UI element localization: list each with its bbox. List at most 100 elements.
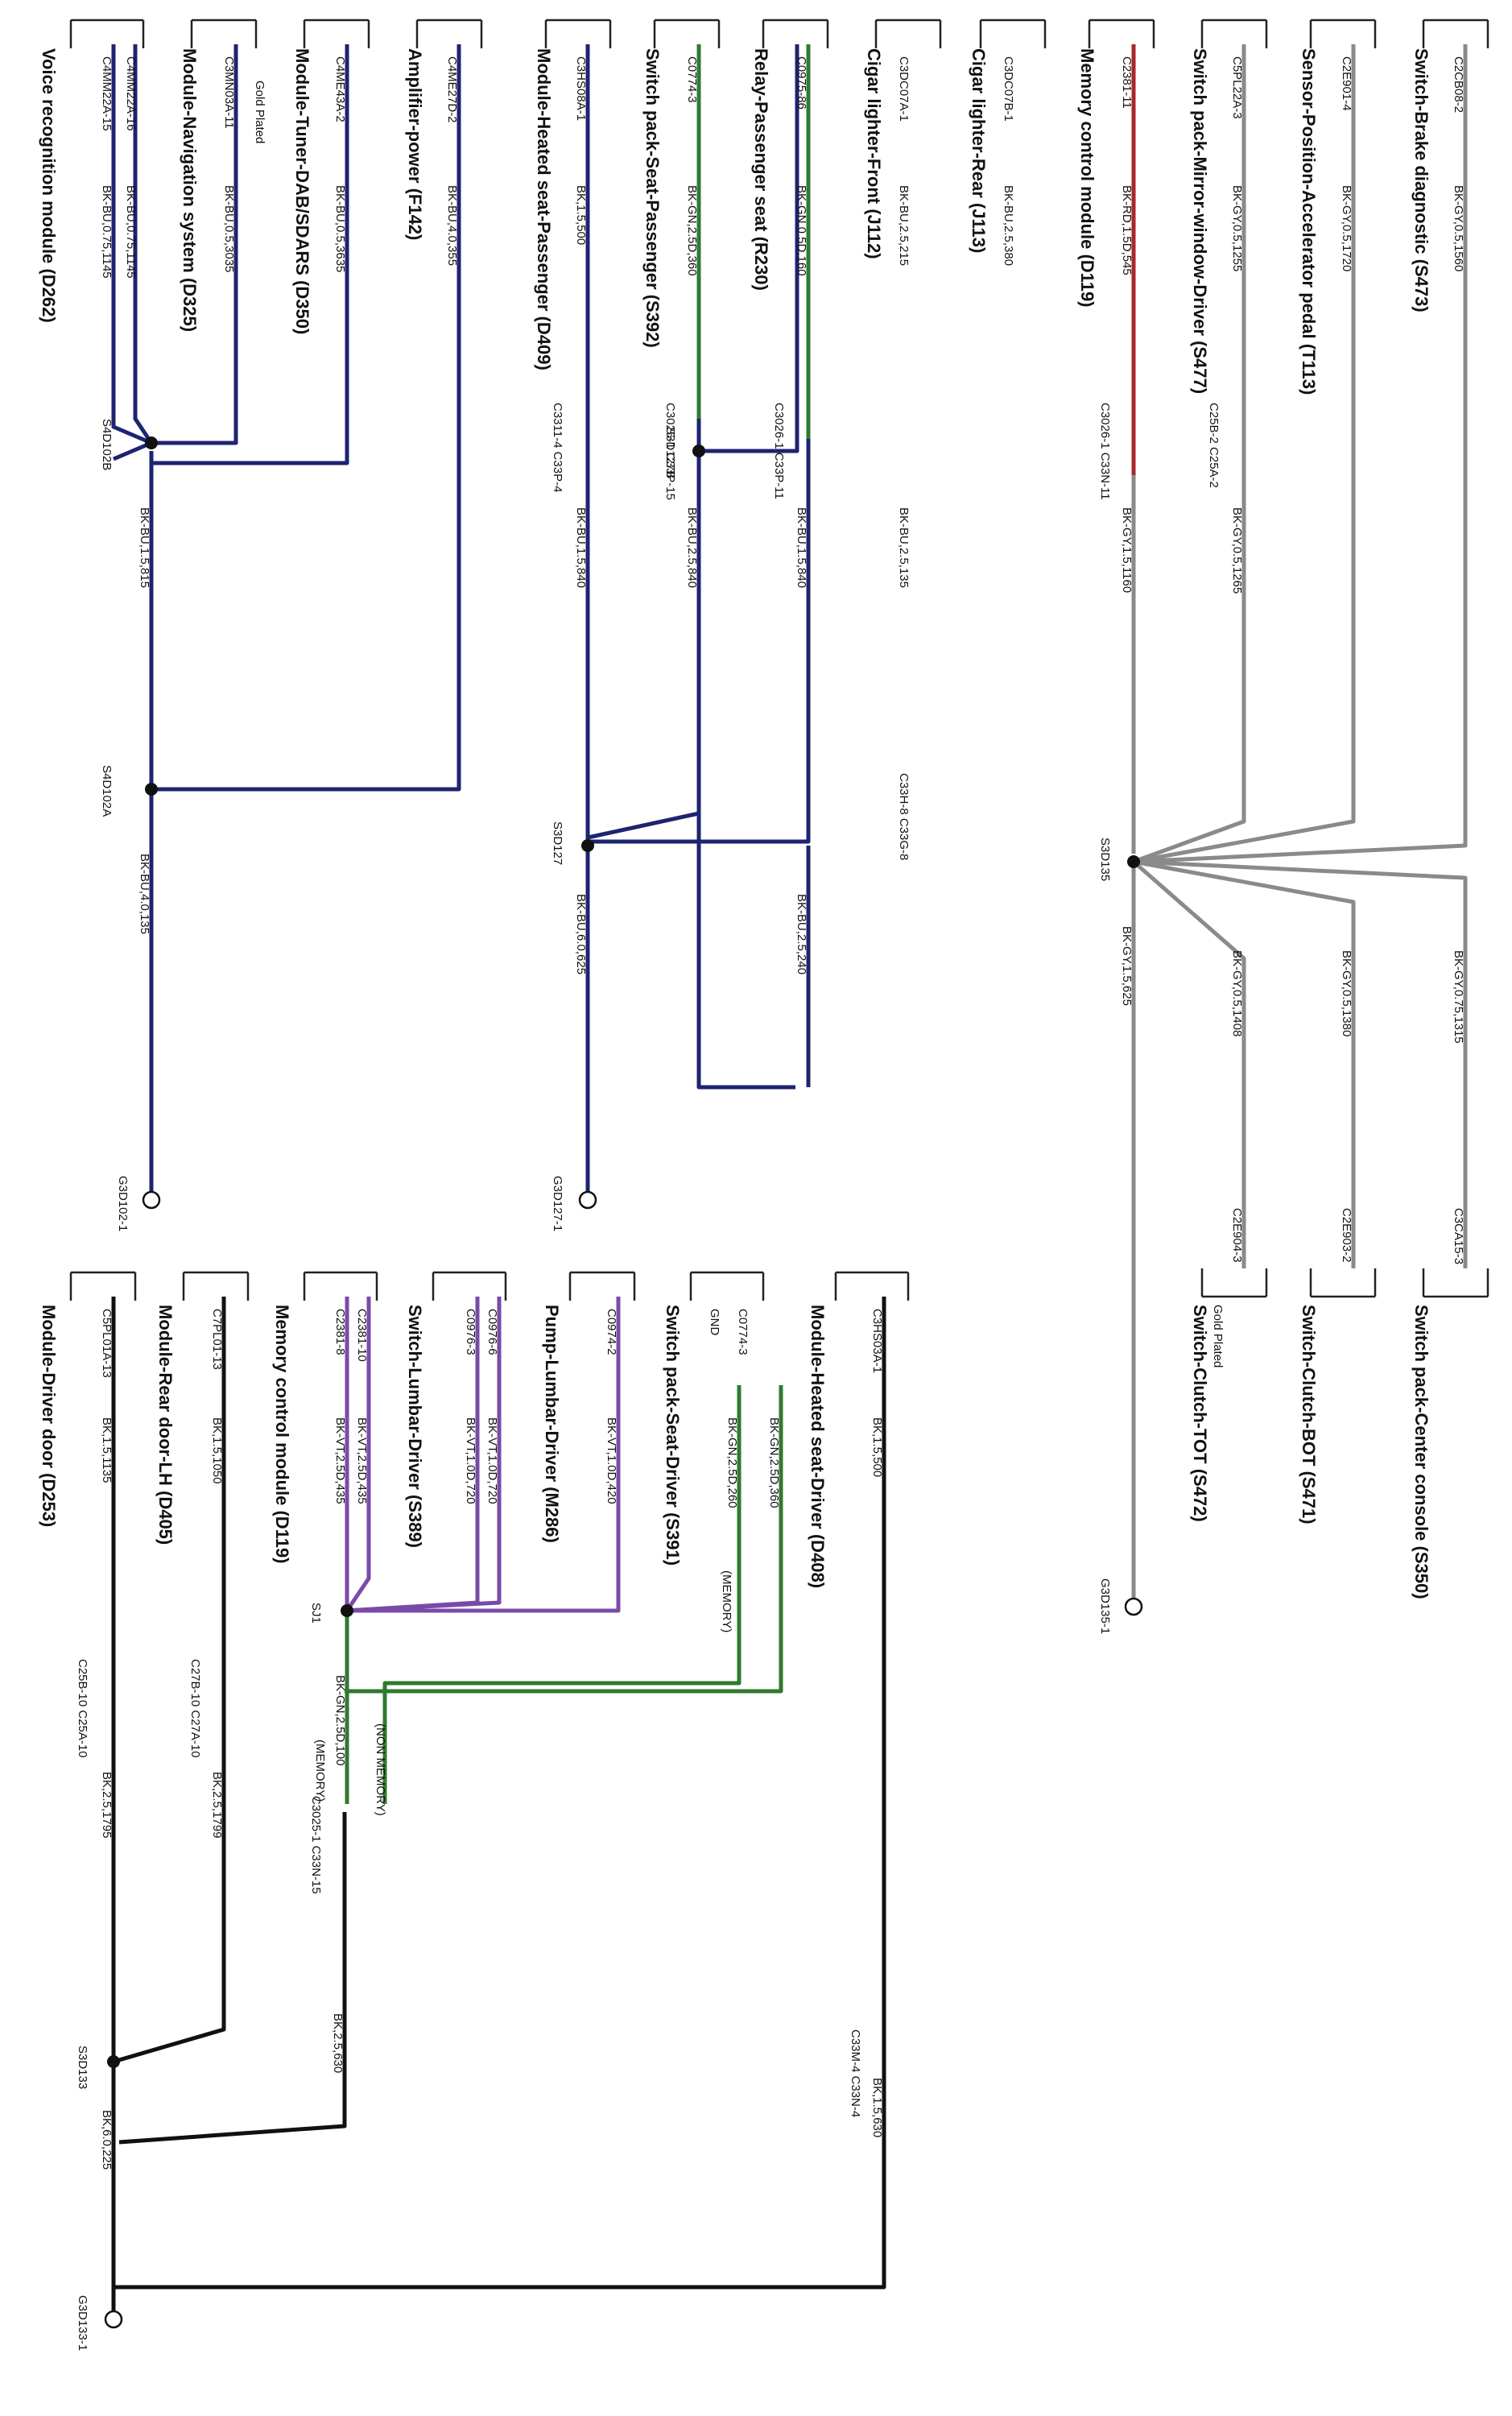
pin-relay-pass: C0975-86 bbox=[795, 56, 808, 110]
navy-wire-group-102 bbox=[111, 44, 461, 1192]
wire-sw-pass-navy bbox=[587, 419, 701, 840]
connector-brackets bbox=[69, 19, 1489, 1301]
label-lumbar-sw: Switch-Lumbar-Driver (S389) bbox=[405, 1305, 425, 1548]
wire-clutch-tot bbox=[1132, 860, 1246, 1268]
label-gold-clutch: Gold Plated bbox=[1211, 1305, 1225, 1367]
bracket-lumbar-pump bbox=[568, 1271, 636, 1301]
wire-amp bbox=[151, 44, 461, 792]
label-mirror: Switch pack-Mirror-window-Driver (S477) bbox=[1190, 48, 1210, 394]
ground-g135-icon bbox=[1124, 1597, 1143, 1616]
spec-heated-drv: BK,1.5,500 bbox=[870, 1417, 884, 1477]
pin-mem2-b: C2381-10 bbox=[355, 1309, 369, 1362]
label-lumbar-pump: Pump-Lumbar-Driver (M286) bbox=[542, 1305, 562, 1543]
pin-gnd: GND bbox=[708, 1309, 721, 1336]
spec-driver-door-b: BK,2.5,1795 bbox=[100, 1772, 114, 1839]
wire-heated-drv bbox=[114, 1297, 886, 2290]
bracket-driver-door bbox=[69, 1271, 137, 1301]
bracket-clutch-bot bbox=[1309, 1268, 1377, 1298]
wire-voice-a bbox=[111, 44, 154, 461]
node-s3d133: S3D133 bbox=[76, 2046, 89, 2089]
navy-wire-group-127b bbox=[587, 419, 811, 1087]
label-brake: Switch-Brake diagnostic (S473) bbox=[1411, 48, 1431, 312]
spec-voice-a: BK-BU,0.75,1145 bbox=[100, 185, 114, 279]
spec-accel: BK-GY,0.5,1720 bbox=[1340, 185, 1353, 271]
pin-brake: C2CB08-2 bbox=[1452, 56, 1465, 113]
wire-lumbar-b bbox=[346, 1297, 502, 1613]
node-s3d127b: S3D127B bbox=[663, 427, 677, 478]
label-amp: Amplifier-power (F142) bbox=[405, 48, 425, 240]
pin-clutch-bot: C2E903-2 bbox=[1340, 1208, 1353, 1263]
component-labels: Voice recognition module (D262) Module-N… bbox=[39, 48, 1431, 1599]
inline-mem1: C3026-1 C33N-11 bbox=[1098, 403, 1112, 500]
wire-accel bbox=[1133, 44, 1356, 864]
node-s4d102a: S4D102A bbox=[100, 765, 114, 817]
wire-rear-door bbox=[113, 1297, 226, 2064]
spec-brake: BK-GY,0.5,1560 bbox=[1452, 185, 1465, 271]
grey-wire-group-135 bbox=[1131, 44, 1468, 1599]
spec-cig-front: BK-BU,2.5,215 bbox=[897, 185, 911, 266]
spec-relay-pass: BK-GN,0.5D,160 bbox=[795, 185, 808, 276]
wire-seat-drv-a bbox=[382, 1385, 742, 1804]
spec-lumbar-a: BK-VT,1.0D,720 bbox=[464, 1417, 477, 1504]
wire-clutch-bot bbox=[1133, 859, 1356, 1268]
bracket-amp bbox=[415, 19, 483, 48]
wire-tuner bbox=[151, 44, 349, 465]
pin-amp: C4ME27D-2 bbox=[445, 56, 459, 123]
inline-cig-front: C33H-8 C33G-8 bbox=[897, 773, 911, 860]
splice-s4d102a bbox=[145, 783, 158, 796]
pin-lumbar-a: C0976-3 bbox=[464, 1309, 477, 1355]
spec-lumbar-pump: BK-VT,1.0D,420 bbox=[605, 1417, 618, 1504]
spec-rear-door: BK,1.5,1050 bbox=[210, 1417, 224, 1484]
label-clutch-tot: Switch-Clutch-TOT (S472) bbox=[1190, 1305, 1210, 1522]
spec-driver-door: BK,1.5,1135 bbox=[100, 1417, 114, 1483]
label-voice: Voice recognition module (D262) bbox=[39, 48, 59, 323]
ground-g133-icon bbox=[104, 2310, 123, 2329]
spec-seat-drv-b: BK-GN,2.5D,360 bbox=[767, 1417, 781, 1508]
splice-nodes bbox=[107, 436, 1140, 2068]
pin-rear-door: C7PL01-13 bbox=[210, 1309, 224, 1370]
spec-seat-drv-a: BK-GN,2.5D,260 bbox=[725, 1417, 739, 1508]
wire-voice-b bbox=[133, 44, 154, 445]
ground-g127-icon bbox=[578, 1190, 597, 1210]
pin-clutch-tot: C2E904-3 bbox=[1230, 1208, 1244, 1263]
bracket-voice bbox=[69, 19, 145, 48]
pin-mem2-a: C2381-8 bbox=[333, 1309, 347, 1355]
bracket-mirror bbox=[1200, 19, 1268, 48]
node-labels: S4D102B S4D102A S3D127 S3D127B S3D135 SJ… bbox=[76, 419, 1112, 2089]
spec-amp: BK-BU,4.0,355 bbox=[445, 185, 459, 266]
note-memory: (MEMORY) bbox=[313, 1740, 327, 1802]
inline-memory-split: C3025-1 C33N-15 bbox=[309, 1796, 323, 1894]
spec-clutch-tot: BK-GY,0.5,1408 bbox=[1230, 950, 1244, 1036]
spec-mem2-a: BK-VT,2.5D,435 bbox=[333, 1417, 347, 1504]
label-clutch-bot: Switch-Clutch-BOT (S471) bbox=[1299, 1305, 1319, 1524]
spec-nav: BK-BU,0.5,3035 bbox=[222, 185, 236, 272]
spec-heated-pass: BK,1.5,500 bbox=[574, 185, 588, 245]
inline-driver-door: C25B-10 C25A-10 bbox=[76, 1659, 89, 1758]
pin-labels: C4MM22A-15 C4MM22A-16 C3MN03A-11 C4ME43A… bbox=[100, 56, 1465, 1378]
spec-sj1: BK-GN,2.5D,100 bbox=[333, 1675, 347, 1766]
bracket-sw-pass bbox=[653, 19, 721, 48]
spec-lumbar-b: BK-VT,1.0D,720 bbox=[485, 1417, 499, 1504]
label-nav: Module-Navigation system (D325) bbox=[180, 48, 200, 332]
pin-accel: C2E901-4 bbox=[1340, 56, 1353, 111]
spec-relay-pass-b: BK-BU,1.5,840 bbox=[795, 507, 808, 588]
pin-sw-pass: C0774-3 bbox=[685, 56, 699, 103]
bracket-seat-drv bbox=[689, 1271, 765, 1301]
ground-g135: G3D135-1 bbox=[1098, 1578, 1112, 1634]
label-center: Switch pack-Center console (S350) bbox=[1411, 1305, 1431, 1599]
ground-symbols bbox=[104, 1190, 1143, 2329]
spec-sw-pass: BK-GN,2.5D,360 bbox=[685, 185, 699, 276]
bracket-accel bbox=[1309, 19, 1377, 48]
wire-center bbox=[1133, 859, 1468, 1268]
pin-voice-b: C4MM22A-16 bbox=[124, 56, 138, 131]
green-wire-group-pass bbox=[696, 44, 811, 439]
ground-g102-icon bbox=[142, 1190, 161, 1210]
spec-mem2-b: BK-VT,2.5D,435 bbox=[355, 1417, 369, 1504]
bracket-mem2 bbox=[303, 1271, 378, 1301]
pin-driver-door: C5PL01A-13 bbox=[100, 1309, 114, 1378]
bracket-tuner bbox=[303, 19, 370, 48]
label-rear-door: Module-Rear door-LH (D405) bbox=[155, 1305, 176, 1545]
spec-rear-door-b: BK,2.5,1799 bbox=[210, 1772, 224, 1839]
ground-labels: G3D102-1 G3D127-1 G3D135-1 G3D133-1 bbox=[76, 1176, 1112, 2351]
inline-heated-pass: C3311-4 C33P-4 bbox=[551, 403, 564, 492]
